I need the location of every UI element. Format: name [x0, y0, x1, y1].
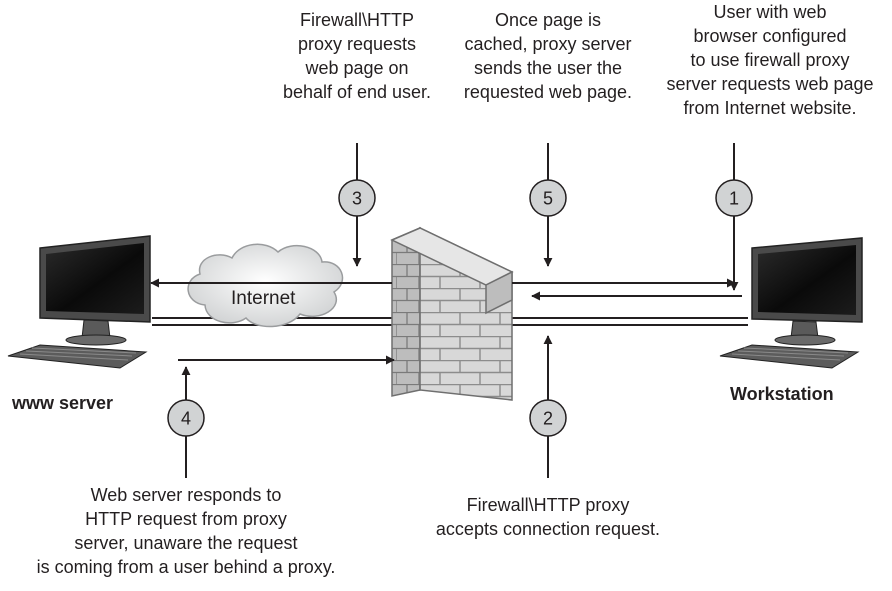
workstation-label: Workstation: [730, 384, 834, 404]
step-3-marker: 3: [338, 179, 376, 217]
internet-cloud: [187, 243, 344, 328]
flow-arrows: [150, 143, 742, 478]
step-4-number: 4: [181, 409, 191, 429]
step-3-caption: Firewall\HTTP proxy requests web page on…: [282, 10, 432, 102]
step-2-caption: Firewall\HTTP proxy accepts connection r…: [435, 495, 661, 539]
step-2-marker: 2: [529, 399, 567, 437]
step-5-marker: 5: [529, 179, 567, 217]
step-5-number: 5: [543, 189, 553, 209]
step-3-number: 3: [352, 189, 362, 209]
step-5-caption: Once page is cached, proxy server sends …: [463, 10, 633, 102]
step-1-marker: 1: [715, 179, 753, 217]
step-1-caption: User with web browser configured to use …: [666, 2, 874, 118]
workstation-computer: [719, 237, 863, 369]
step-1-number: 1: [729, 189, 739, 209]
step-4-marker: 4: [167, 399, 205, 437]
internet-label: Internet: [231, 288, 296, 309]
firewall: [390, 226, 514, 401]
step-2-number: 2: [543, 409, 553, 429]
www-server-label: www server: [12, 393, 114, 413]
www-server-computer: [7, 235, 151, 369]
step-4-caption: Web server responds to HTTP request from…: [36, 485, 336, 577]
